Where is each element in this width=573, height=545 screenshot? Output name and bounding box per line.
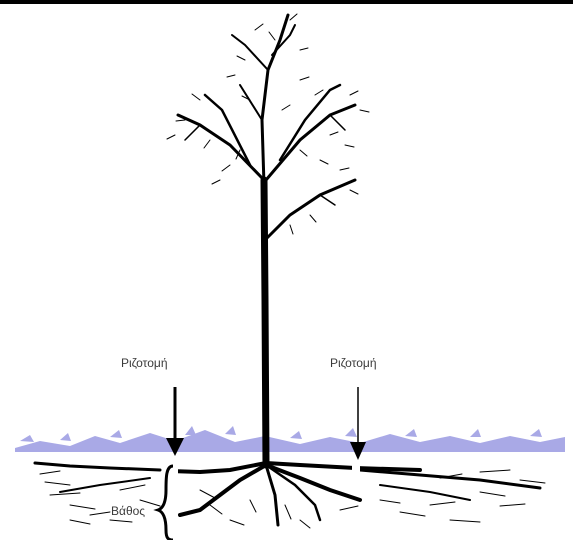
root-cut-label-left: Ριζοτομή — [121, 356, 168, 370]
tree-twig — [232, 35, 268, 70]
tree-branch-left — [178, 115, 264, 180]
root-right-main — [266, 463, 420, 470]
root-cut-gap-right — [352, 462, 360, 482]
depth-label: Βάθος — [111, 504, 145, 518]
tree-branch-right — [266, 105, 355, 180]
root-left-fine — [60, 478, 150, 492]
tree-twig — [240, 85, 262, 120]
tree-branch-lower — [265, 180, 355, 240]
root-left-cut — [35, 463, 160, 470]
root-down — [266, 465, 278, 525]
tree-branch-right-upper — [280, 85, 340, 160]
top-border — [0, 0, 573, 4]
tree-twig — [320, 195, 335, 205]
root-left-main — [170, 463, 266, 472]
root-cut-gap-left — [168, 460, 178, 482]
root-right-fine — [380, 485, 470, 500]
tree-branch-left-upper — [205, 95, 250, 165]
root-right-lower — [266, 465, 360, 500]
grass-strip — [15, 426, 565, 452]
tree-twig — [185, 125, 200, 140]
tree-trunk — [264, 180, 266, 465]
root-cut-label-right: Ριζοτομή — [330, 356, 377, 370]
tree-twig — [330, 115, 345, 130]
